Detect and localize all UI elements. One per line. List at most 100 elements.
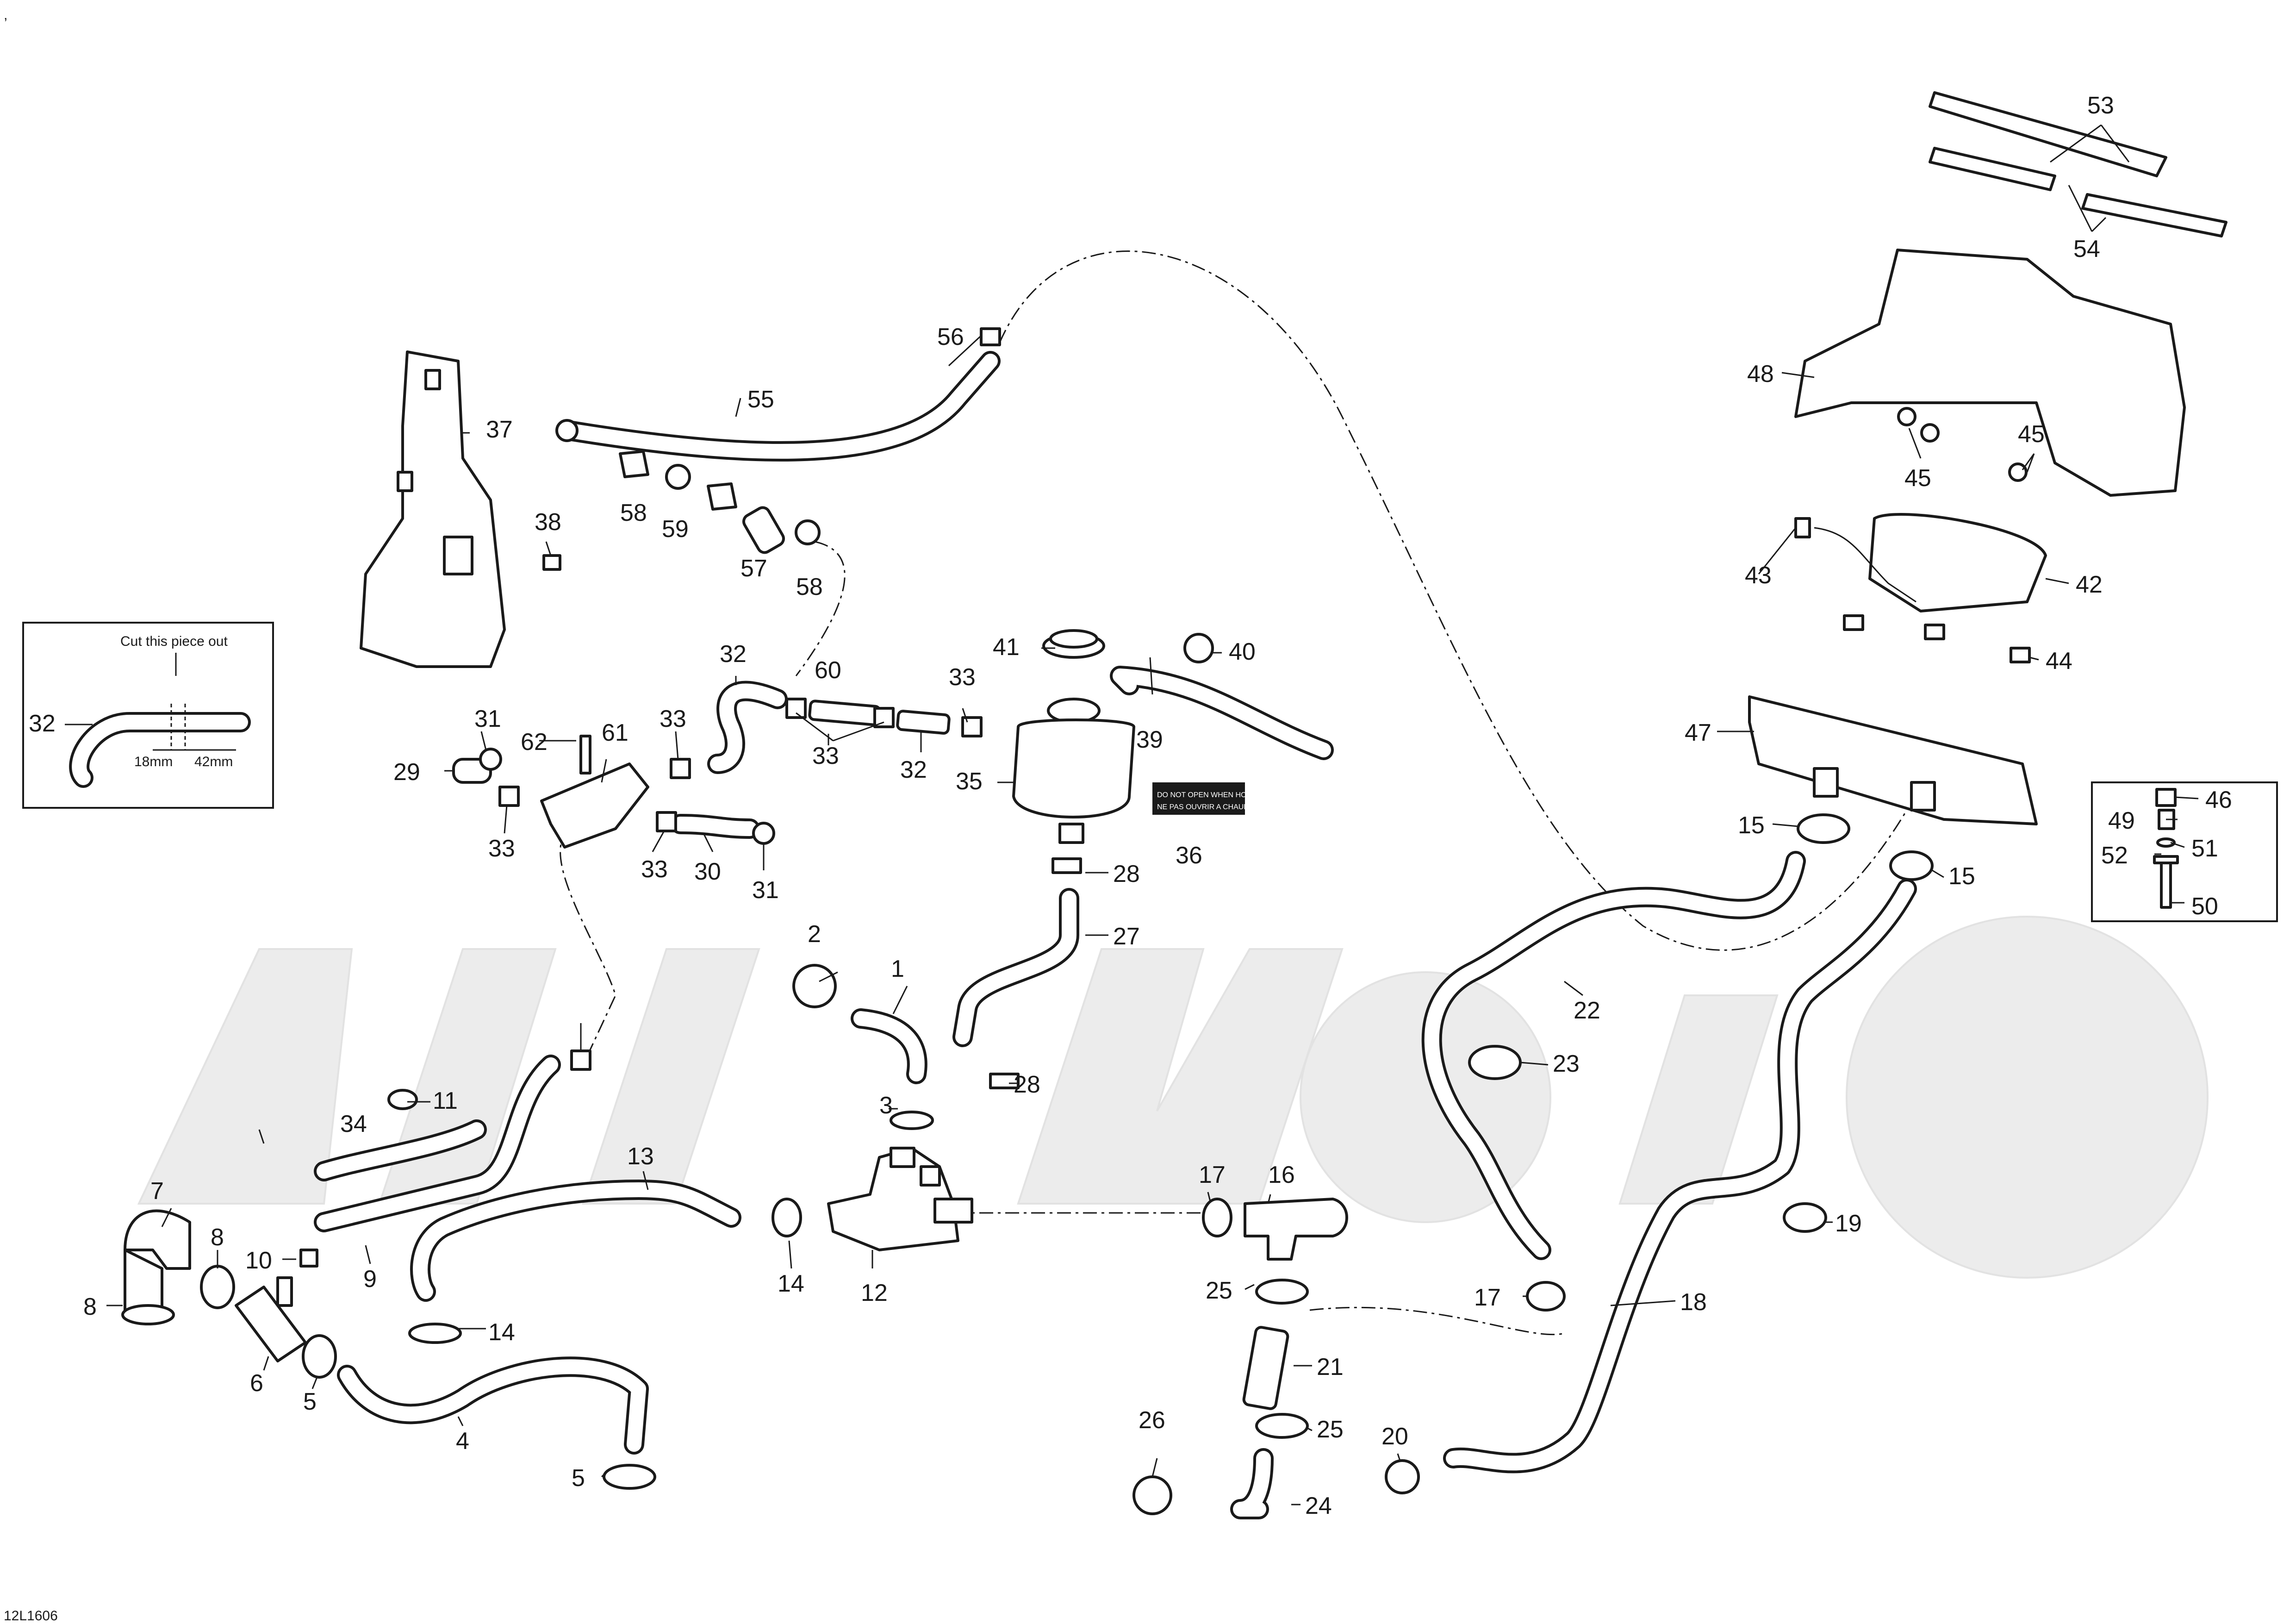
hose-55 xyxy=(555,351,1001,462)
callout-30: 30 xyxy=(694,858,721,885)
clip-11 xyxy=(387,1089,418,1110)
callout-23: 23 xyxy=(1553,1050,1580,1077)
hose-1 xyxy=(851,1008,927,1084)
callout-58-left: 58 xyxy=(620,500,647,526)
callout-55: 55 xyxy=(747,386,774,413)
hose-32-short xyxy=(896,710,951,735)
panel-47 xyxy=(1748,695,2038,825)
tee-6 xyxy=(235,1276,307,1362)
callout-50: 50 xyxy=(2191,893,2218,920)
callout-43: 43 xyxy=(1745,562,1772,589)
leader-lines xyxy=(106,124,2199,1505)
callout-5-lower: 5 xyxy=(572,1465,585,1492)
callout-27: 27 xyxy=(1113,923,1140,950)
callout-53: 53 xyxy=(2087,92,2114,119)
callout-17-upper: 17 xyxy=(1199,1162,1226,1188)
callout-33-upper: 33 xyxy=(660,706,686,732)
callout-2: 2 xyxy=(808,921,821,948)
callout-38: 38 xyxy=(535,509,561,536)
callout-48: 48 xyxy=(1747,361,1774,387)
callout-10: 10 xyxy=(245,1247,272,1274)
callout-19: 19 xyxy=(1835,1210,1862,1237)
tray-42 xyxy=(1794,513,2047,612)
callout-3: 3 xyxy=(879,1092,893,1119)
fittings-57-59 xyxy=(619,450,821,554)
callout-1: 1 xyxy=(891,956,904,982)
nuts-44 xyxy=(1843,614,2031,663)
bolt-38 xyxy=(542,554,561,571)
hose-22 xyxy=(1421,851,1806,1260)
reservoir-35 xyxy=(1012,698,1135,844)
callout-29: 29 xyxy=(393,759,420,786)
callout-41: 41 xyxy=(993,634,1020,661)
callout-39: 39 xyxy=(1136,726,1163,753)
clamp-28-lower xyxy=(989,1073,1020,1089)
callout-17-lower: 17 xyxy=(1474,1284,1501,1311)
clamp-8-upper xyxy=(200,1265,235,1309)
callout-44: 44 xyxy=(2046,648,2072,675)
hose-30 xyxy=(670,814,760,839)
callout-35: 35 xyxy=(956,768,983,795)
callout-62: 62 xyxy=(521,729,548,756)
callout-34: 34 xyxy=(340,1111,367,1137)
elbow-24 xyxy=(1230,1448,1274,1519)
callout-labels: 1 2 3 4 5 5 6 7 8 8 9 10 11 12 13 14 14 … xyxy=(83,92,2232,1519)
callout-11: 11 xyxy=(433,1087,458,1114)
clamp-17-right xyxy=(1526,1281,1566,1312)
callout-28-lower: 28 xyxy=(1014,1071,1040,1098)
callout-32-lower: 32 xyxy=(900,756,927,783)
callout-21: 21 xyxy=(1317,1354,1344,1380)
cover-48 xyxy=(1794,249,2186,497)
callout-18: 18 xyxy=(1680,1289,1707,1316)
watermark xyxy=(137,916,2209,1279)
callout-28-upper: 28 xyxy=(1113,861,1140,887)
hose-9 xyxy=(314,1055,561,1232)
valve-61 xyxy=(540,735,649,849)
callout-58-right: 58 xyxy=(796,574,823,600)
callout-33-left: 33 xyxy=(488,835,515,862)
callout-26: 26 xyxy=(1139,1407,1165,1434)
callout-8-top: 8 xyxy=(211,1224,224,1251)
fitting-10 xyxy=(299,1249,318,1268)
callout-33-right: 33 xyxy=(949,664,976,691)
callout-45-left: 45 xyxy=(1904,465,1931,492)
callout-49: 49 xyxy=(2108,807,2135,834)
top-mark: , xyxy=(4,7,7,23)
thermostat-housing-12 xyxy=(827,1147,973,1251)
label-36-line1: DO NOT OPEN WHEN HOT xyxy=(1157,791,1251,799)
clamp-31-upper xyxy=(479,748,502,771)
callout-40: 40 xyxy=(1229,638,1256,665)
inset-dim-a: 18mm xyxy=(134,754,173,769)
callout-33-lower: 33 xyxy=(641,856,668,883)
inset-fastener-set xyxy=(2091,781,2278,922)
hose-4 xyxy=(337,1356,649,1455)
callout-4: 4 xyxy=(456,1428,469,1455)
elbow-7 xyxy=(124,1209,191,1312)
hose-18 xyxy=(1443,879,1917,1474)
callout-59: 59 xyxy=(662,516,689,543)
callout-52: 52 xyxy=(2101,842,2128,869)
callout-33-mid: 33 xyxy=(812,743,839,769)
callout-12: 12 xyxy=(861,1280,888,1306)
callout-32-upper: 32 xyxy=(720,641,747,668)
callout-57: 57 xyxy=(740,555,767,582)
clamp-15-right xyxy=(1889,850,1934,881)
label-36: DO NOT OPEN WHEN HOT NE PAS OUVRIR A CHA… xyxy=(1152,782,1251,815)
routing-line-left xyxy=(560,828,616,1065)
callout-42: 42 xyxy=(2076,571,2103,598)
elbow-16 xyxy=(1244,1198,1348,1261)
bracket-37 xyxy=(360,350,506,668)
inset-cut-detail: Cut this piece out 18mm 42mm 32 xyxy=(22,622,274,809)
fitting-56 xyxy=(980,327,1001,346)
clamp-25-upper xyxy=(1255,1279,1309,1305)
callout-31-upper: 31 xyxy=(474,706,501,732)
callout-7: 7 xyxy=(150,1178,164,1205)
cap-41 xyxy=(1042,629,1105,659)
callout-24: 24 xyxy=(1305,1493,1332,1519)
callout-5-upper: 5 xyxy=(303,1388,317,1415)
sleeve-34 xyxy=(314,1119,487,1181)
clamp-14-lower xyxy=(408,1323,462,1344)
callout-54: 54 xyxy=(2073,236,2100,262)
label-36-line2: NE PAS OUVRIR A CHAUD xyxy=(1157,803,1249,811)
